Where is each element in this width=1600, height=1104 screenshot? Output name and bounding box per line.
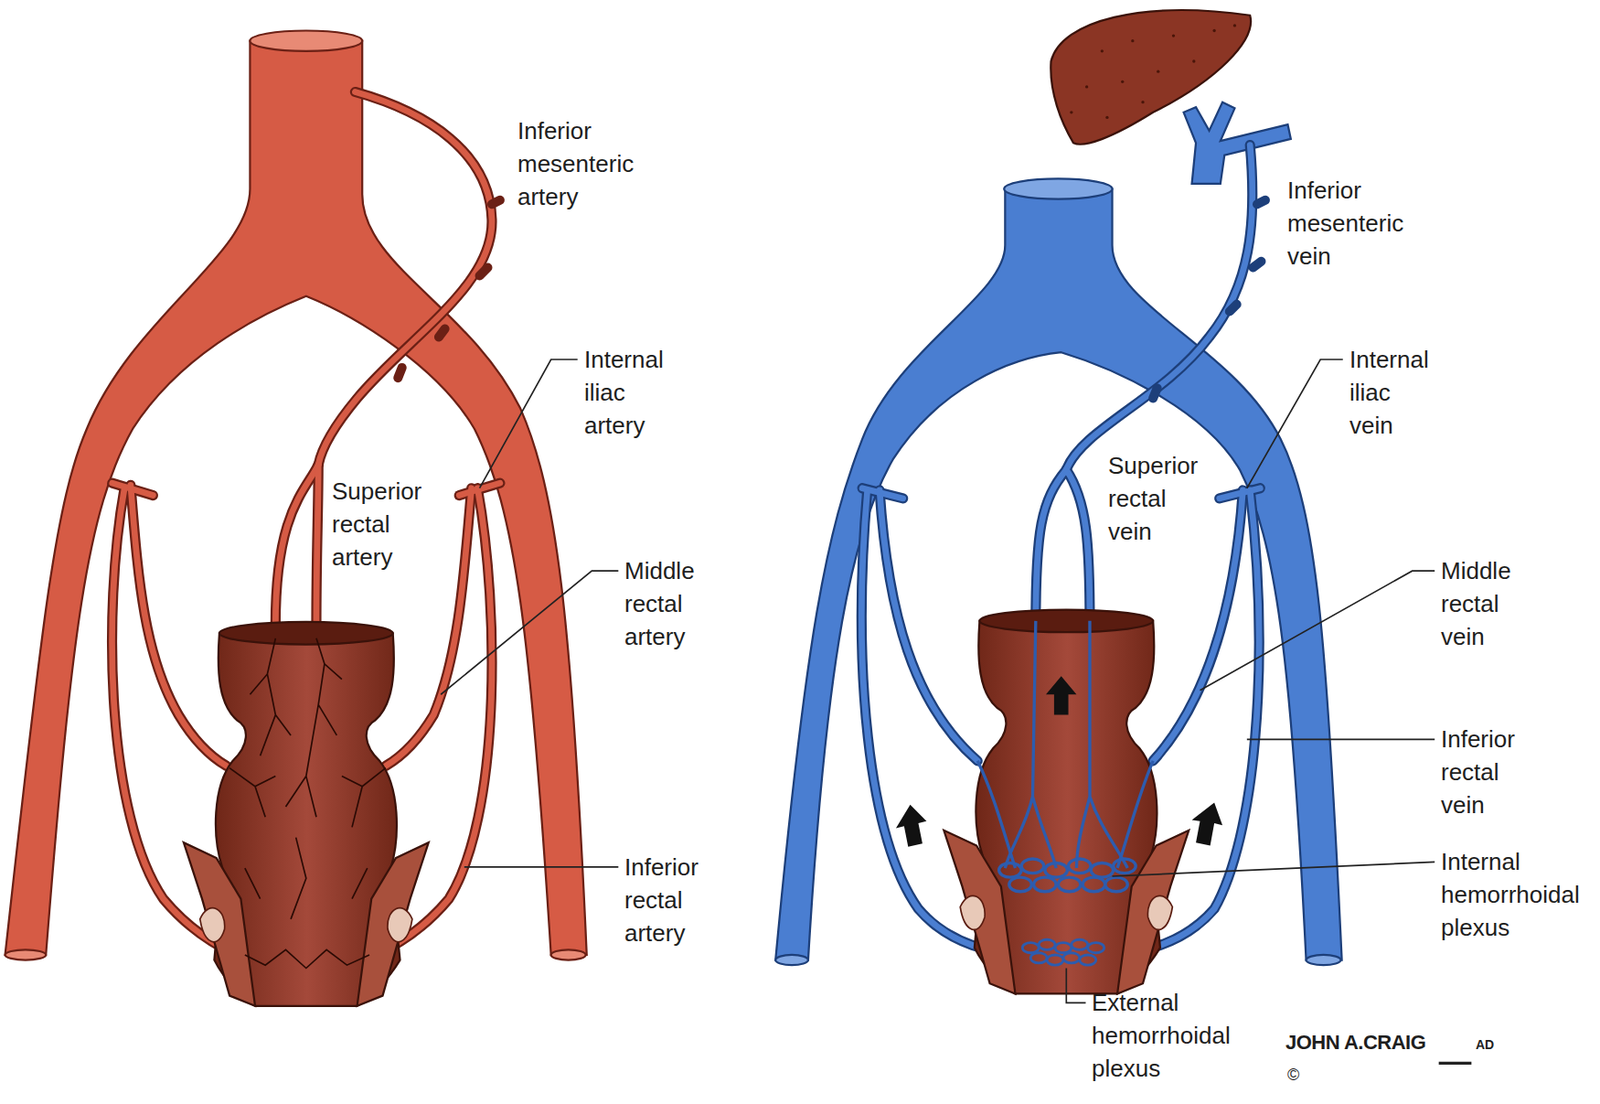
artery-label: Middle rectal artery bbox=[624, 554, 695, 653]
rectum bbox=[943, 609, 1189, 994]
vein-label: Internal iliac vein bbox=[1349, 342, 1430, 442]
artery-label: Inferior mesenteric artery bbox=[517, 114, 634, 214]
artist-signature: JOHN A.CRAIG bbox=[1285, 1029, 1426, 1056]
plexus-label: Internal hemorrhoidal plexus bbox=[1440, 844, 1580, 944]
artist-signature: AD bbox=[1475, 1034, 1494, 1054]
artery-label: Inferior rectal artery bbox=[624, 850, 699, 950]
portal-vein bbox=[1184, 102, 1291, 184]
external-hemorrhoidal-plexus bbox=[1022, 938, 1104, 965]
flow-arrows bbox=[896, 675, 1223, 846]
plexus-label: External hemorrhoidal plexus bbox=[1091, 985, 1231, 1085]
vein-label: Middle rectal vein bbox=[1440, 554, 1512, 653]
vein-label: Inferior rectal vein bbox=[1440, 722, 1515, 822]
internal-hemorrhoidal-plexus bbox=[999, 858, 1137, 892]
rectum bbox=[183, 621, 429, 1006]
intramural-arteries bbox=[229, 638, 386, 969]
leader-lines bbox=[440, 359, 1472, 1063]
artery-label: Superior rectal artery bbox=[331, 474, 422, 574]
vein-label: Superior rectal vein bbox=[1108, 448, 1198, 548]
intramural-veins bbox=[977, 620, 1153, 868]
copyright-mark: © bbox=[1287, 1064, 1300, 1085]
vein-label: Inferior mesenteric vein bbox=[1287, 173, 1404, 273]
artery-label: Internal iliac artery bbox=[584, 342, 664, 442]
